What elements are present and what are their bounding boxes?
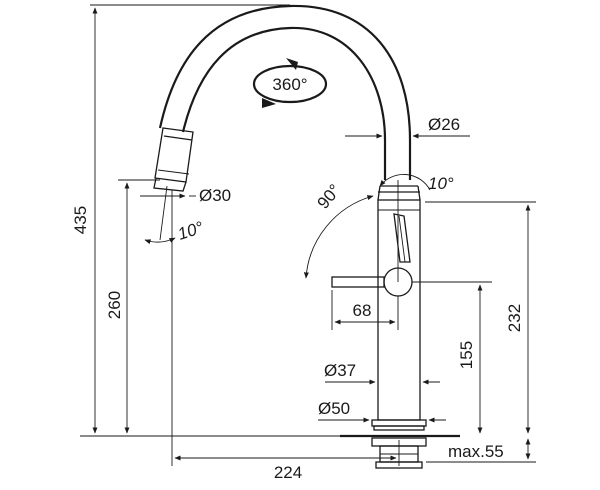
spout-outlet-height-label: 260 <box>105 291 124 319</box>
reach-label: 224 <box>274 463 302 482</box>
body-height-label: 232 <box>505 304 524 332</box>
dimension-labels: 360° Ø26 10° Ø30 10° 90° 68 Ø37 Ø50 max.… <box>71 75 524 482</box>
spout-diameter-label: Ø26 <box>428 115 460 134</box>
deck-thickness-label: max.55 <box>448 442 504 461</box>
rotation-label: 360° <box>272 75 307 94</box>
spray-diameter-label: Ø30 <box>199 186 231 205</box>
rotation-arrow-icon <box>252 58 328 108</box>
dimension-lines <box>80 4 536 466</box>
body-diameter-label: Ø37 <box>324 361 356 380</box>
base-diameter-label: Ø50 <box>318 399 350 418</box>
lever-height-label: 155 <box>457 341 476 369</box>
spray-angle-label: 10° <box>175 218 206 244</box>
lever-length-label: 68 <box>353 301 372 320</box>
lever-swing-angle-label: 90° <box>314 181 345 213</box>
lever-tilt-angle-label: 10° <box>428 174 454 193</box>
total-height-label: 435 <box>71 206 90 234</box>
